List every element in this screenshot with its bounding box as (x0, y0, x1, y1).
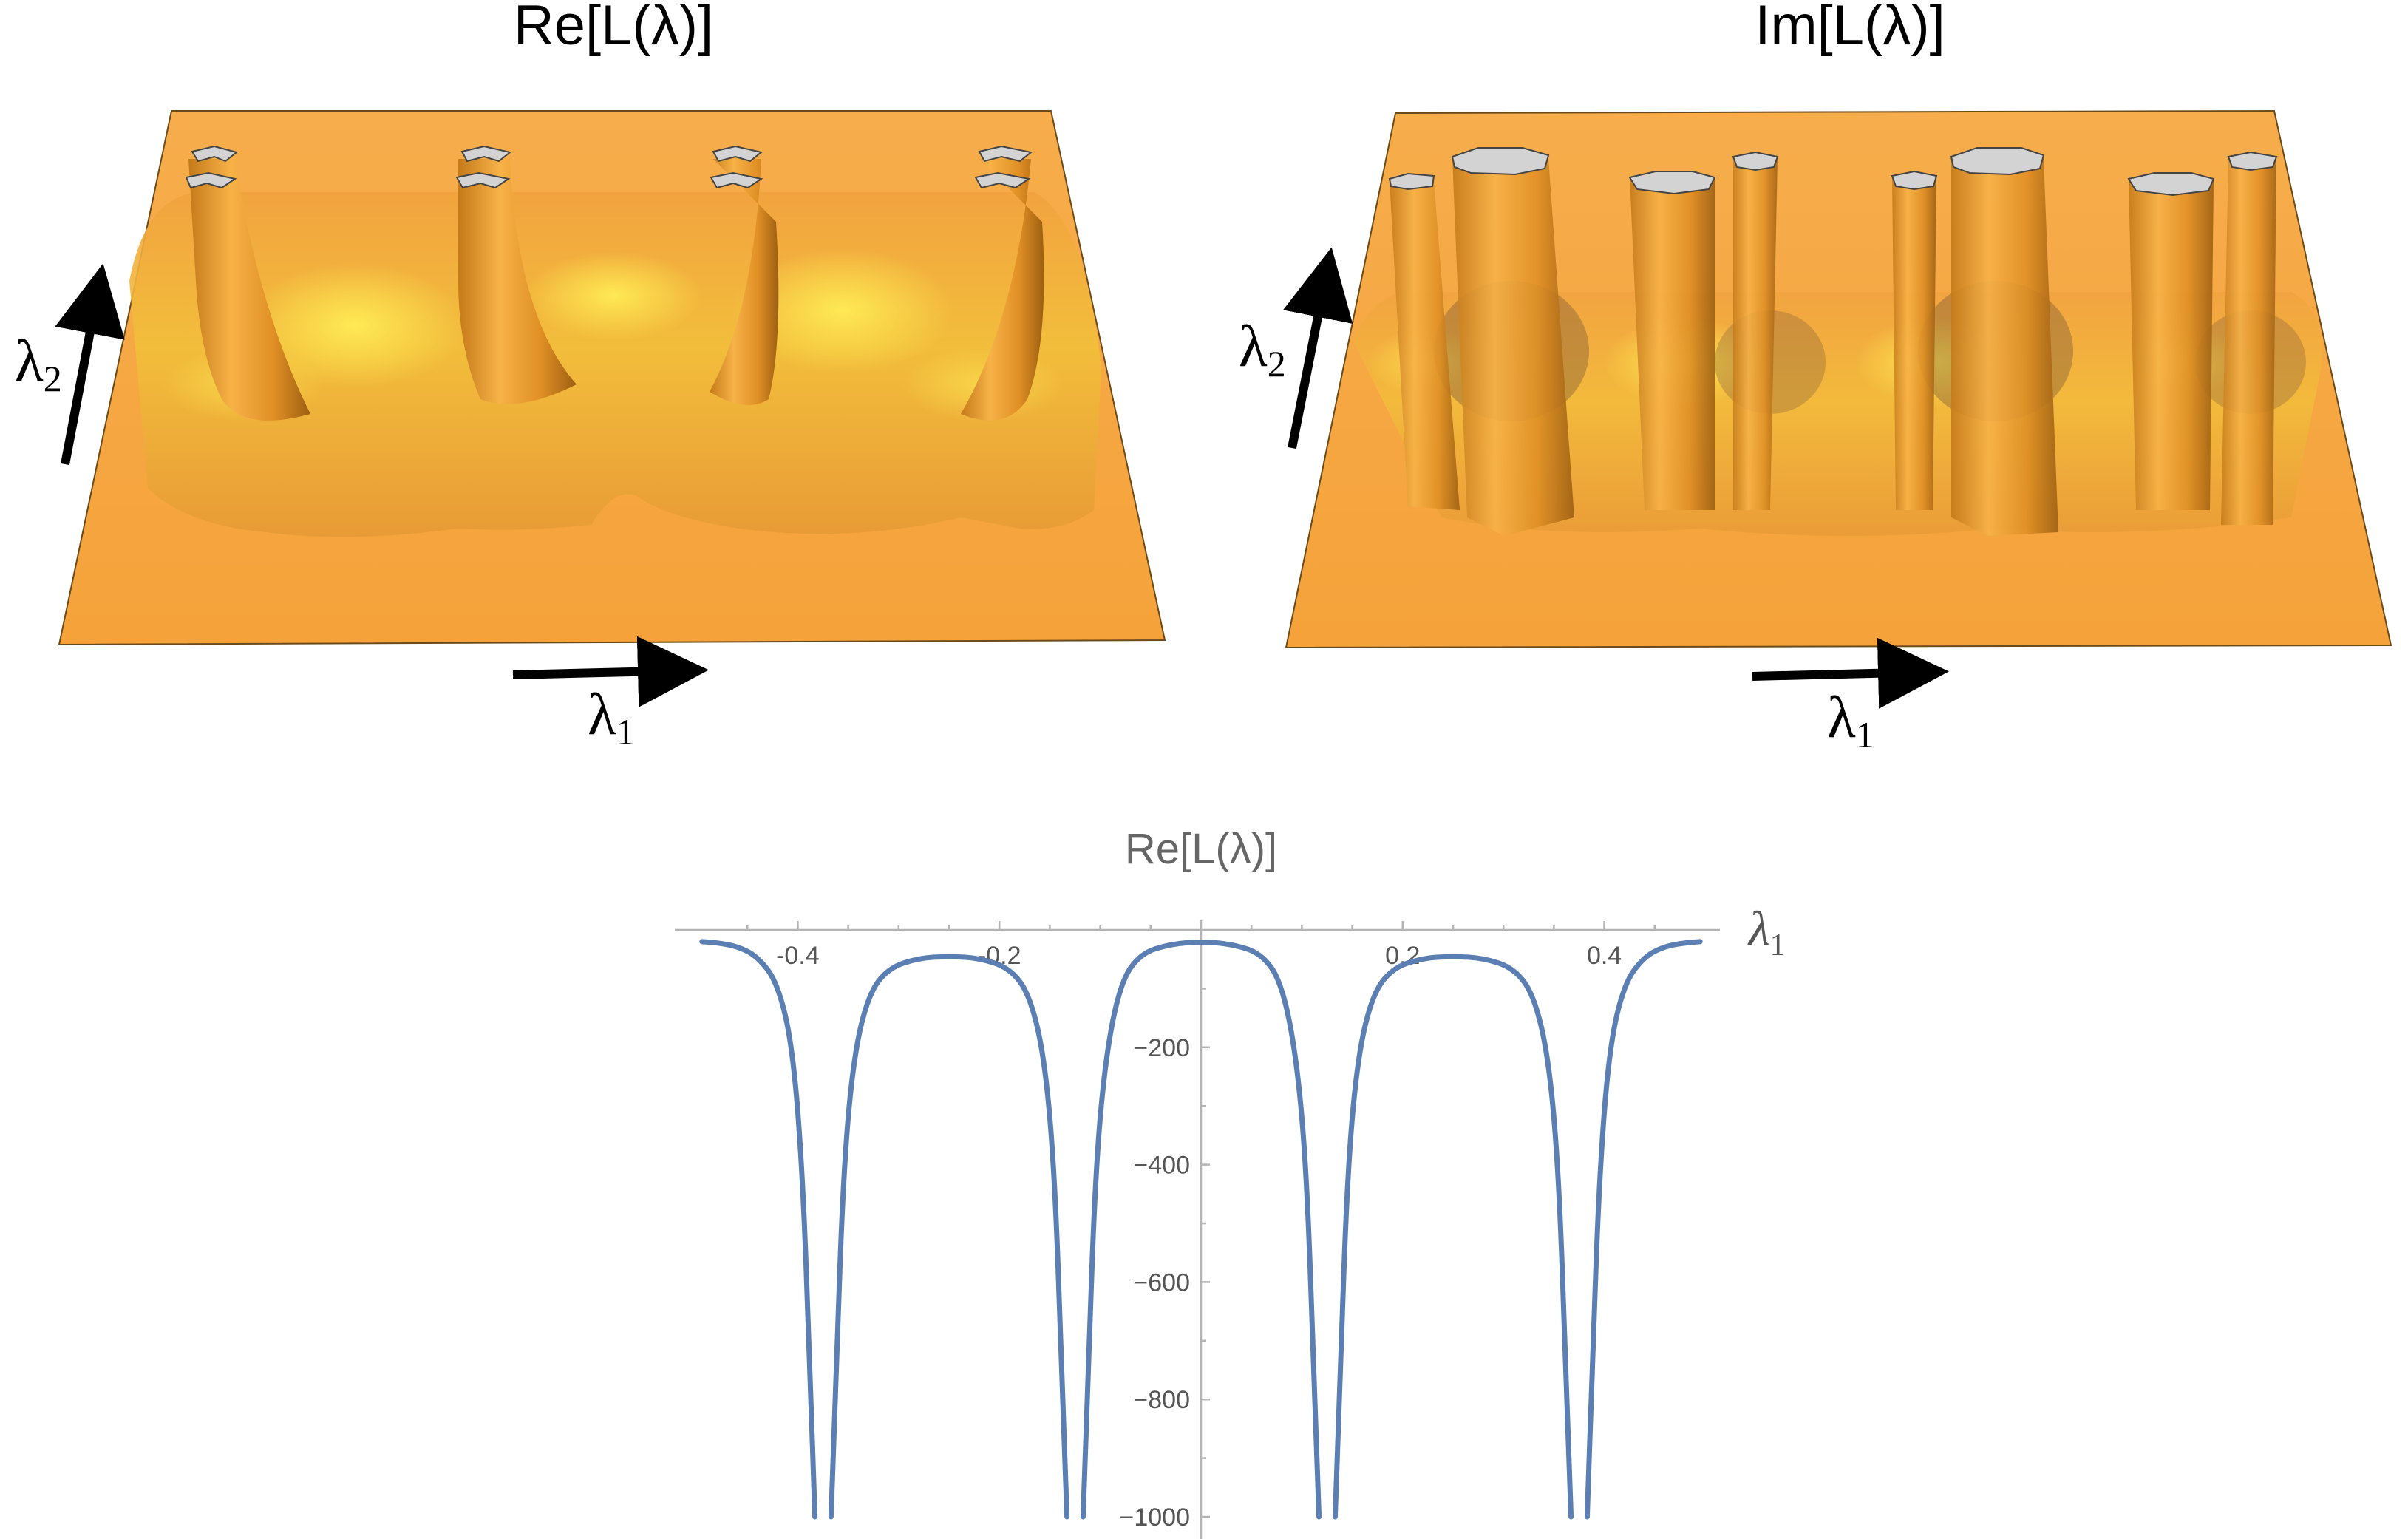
right-y-axis-label: λ2 (1239, 314, 1286, 384)
right-surface-panel: Im[L(λ)] (1239, 0, 2392, 755)
right-pillar-cap (1732, 151, 1779, 171)
right-surface-ridge-wall (1353, 292, 2322, 536)
right-pillar-cap (2227, 151, 2278, 171)
left-panel-title: Re[L(λ)] (514, 0, 713, 57)
right-panel-title: Im[L(λ)] (1755, 0, 1945, 57)
left-pillar-cap (460, 145, 512, 163)
left-surface-plot (58, 110, 1166, 646)
right-pillar-cap (1388, 172, 1435, 191)
right-pillar-cap (1451, 147, 1550, 176)
right-pillar-cap (1891, 170, 1938, 191)
left-pillar-cap (185, 171, 237, 189)
y-tick-label: −400 (1133, 1152, 1190, 1180)
left-y-axis-label: λ2 (15, 329, 62, 399)
left-pillar-cap (191, 145, 239, 163)
y-ticks: −200 −400 −600 −800 −1000 (1120, 988, 1210, 1532)
left-y-axis-arrow (55, 263, 125, 466)
right-x-axis-arrow (1752, 637, 1949, 709)
x-tick-label: 0.4 (1587, 942, 1622, 970)
x-axis-label: λ1 (1747, 902, 1786, 962)
y-tick-label: −800 (1133, 1386, 1190, 1414)
left-x-axis-arrow (512, 636, 709, 707)
series-line-segment (828, 954, 1070, 1520)
series-layer (699, 939, 1703, 1520)
y-tick-label: −1000 (1120, 1504, 1191, 1532)
left-pillar-cap (712, 145, 763, 163)
right-surface-plot (1285, 109, 2392, 649)
x-tick-label: -0.4 (776, 942, 820, 970)
left-x-axis-label: λ1 (588, 682, 635, 752)
series-line-segment (1332, 954, 1574, 1520)
left-pillar-cap (974, 171, 1031, 189)
series-line-segment (699, 939, 818, 1520)
right-pillar-cap (1628, 171, 1716, 195)
y-tick-label: −200 (1133, 1034, 1190, 1062)
series-line-segment (1584, 939, 1703, 1520)
right-pillar-cap (1950, 147, 2045, 176)
left-pillar-cap (978, 145, 1033, 163)
right-y-axis-arrow (1282, 247, 1353, 449)
left-pillar-cap (455, 171, 511, 189)
chart-title: Re[L(λ)] (1125, 825, 1277, 873)
left-pillar-cap (710, 171, 763, 189)
right-pillars (1388, 147, 2306, 536)
y-tick-label: −600 (1133, 1268, 1190, 1297)
left-pillars (185, 145, 1044, 421)
right-pillar-cap (2127, 172, 2215, 197)
series-line-segment (1080, 940, 1322, 1520)
left-surface-panel: Re[L(λ)] (15, 0, 1166, 752)
right-x-axis-label: λ1 (1827, 685, 1874, 755)
